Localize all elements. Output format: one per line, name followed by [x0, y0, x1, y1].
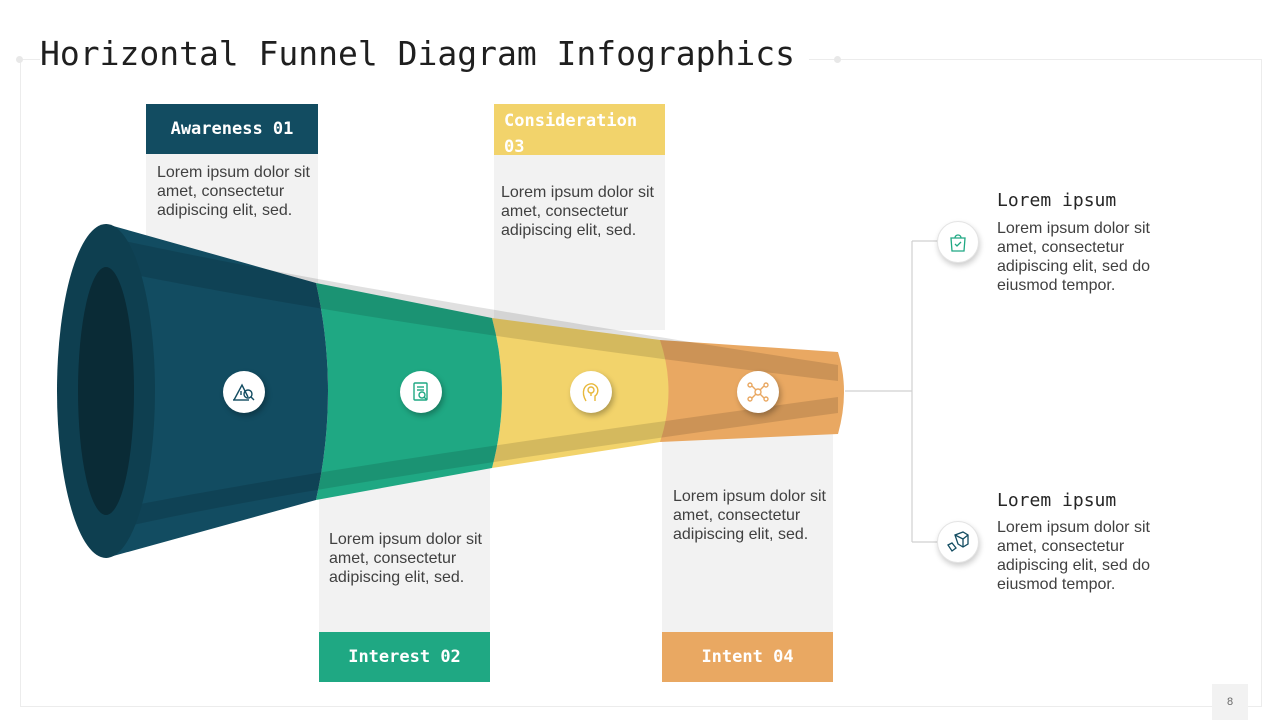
stage-text-intent: Lorem ipsum dolor sit amet, consectetur … [673, 488, 826, 543]
funnel-mouth-inner [78, 267, 134, 515]
frame-corner-dot [16, 56, 23, 63]
stage-text-awareness: Lorem ipsum dolor sit amet, consectetur … [157, 164, 310, 219]
outcome-node-2 [937, 521, 979, 563]
stage-label-intent: Intent 04 [662, 632, 833, 682]
interest-icon [413, 382, 428, 401]
page-number: 8 [1212, 684, 1248, 720]
funnel-segment-awareness [106, 224, 328, 558]
stage-label-interest: Interest 02 [319, 632, 490, 682]
outcome-text-1: Lorem ipsum dolor sit amet, consectetur … [997, 220, 1150, 294]
stage-label-consideration: Consideration 03 [494, 104, 665, 157]
interest-node [400, 371, 442, 413]
intent-column [662, 425, 833, 632]
delivery-box-icon [947, 531, 969, 552]
consideration-icon [582, 383, 599, 402]
intent-icon [747, 382, 769, 402]
outcome-node-1 [937, 221, 979, 263]
stage-label-awareness: Awareness 01 [146, 104, 318, 154]
shopping-bag-check-icon [950, 234, 966, 252]
outcome-text-2: Lorem ipsum dolor sit amet, consectetur … [997, 519, 1150, 593]
consideration-column [494, 155, 665, 330]
outcome-heading-1: Lorem ipsum [997, 190, 1117, 211]
frame-corner-dot [834, 56, 841, 63]
consideration-node [570, 371, 612, 413]
awareness-node [223, 371, 265, 413]
connector-lines [845, 240, 938, 543]
slide-title: Horizontal Funnel Diagram Infographics [40, 34, 809, 73]
stage-text-interest: Lorem ipsum dolor sit amet, consectetur … [329, 531, 482, 586]
stage-text-consideration: Lorem ipsum dolor sit amet, consectetur … [501, 184, 654, 239]
intent-node [737, 371, 779, 413]
outcome-heading-2: Lorem ipsum [997, 490, 1117, 511]
awareness-icon [233, 383, 255, 401]
